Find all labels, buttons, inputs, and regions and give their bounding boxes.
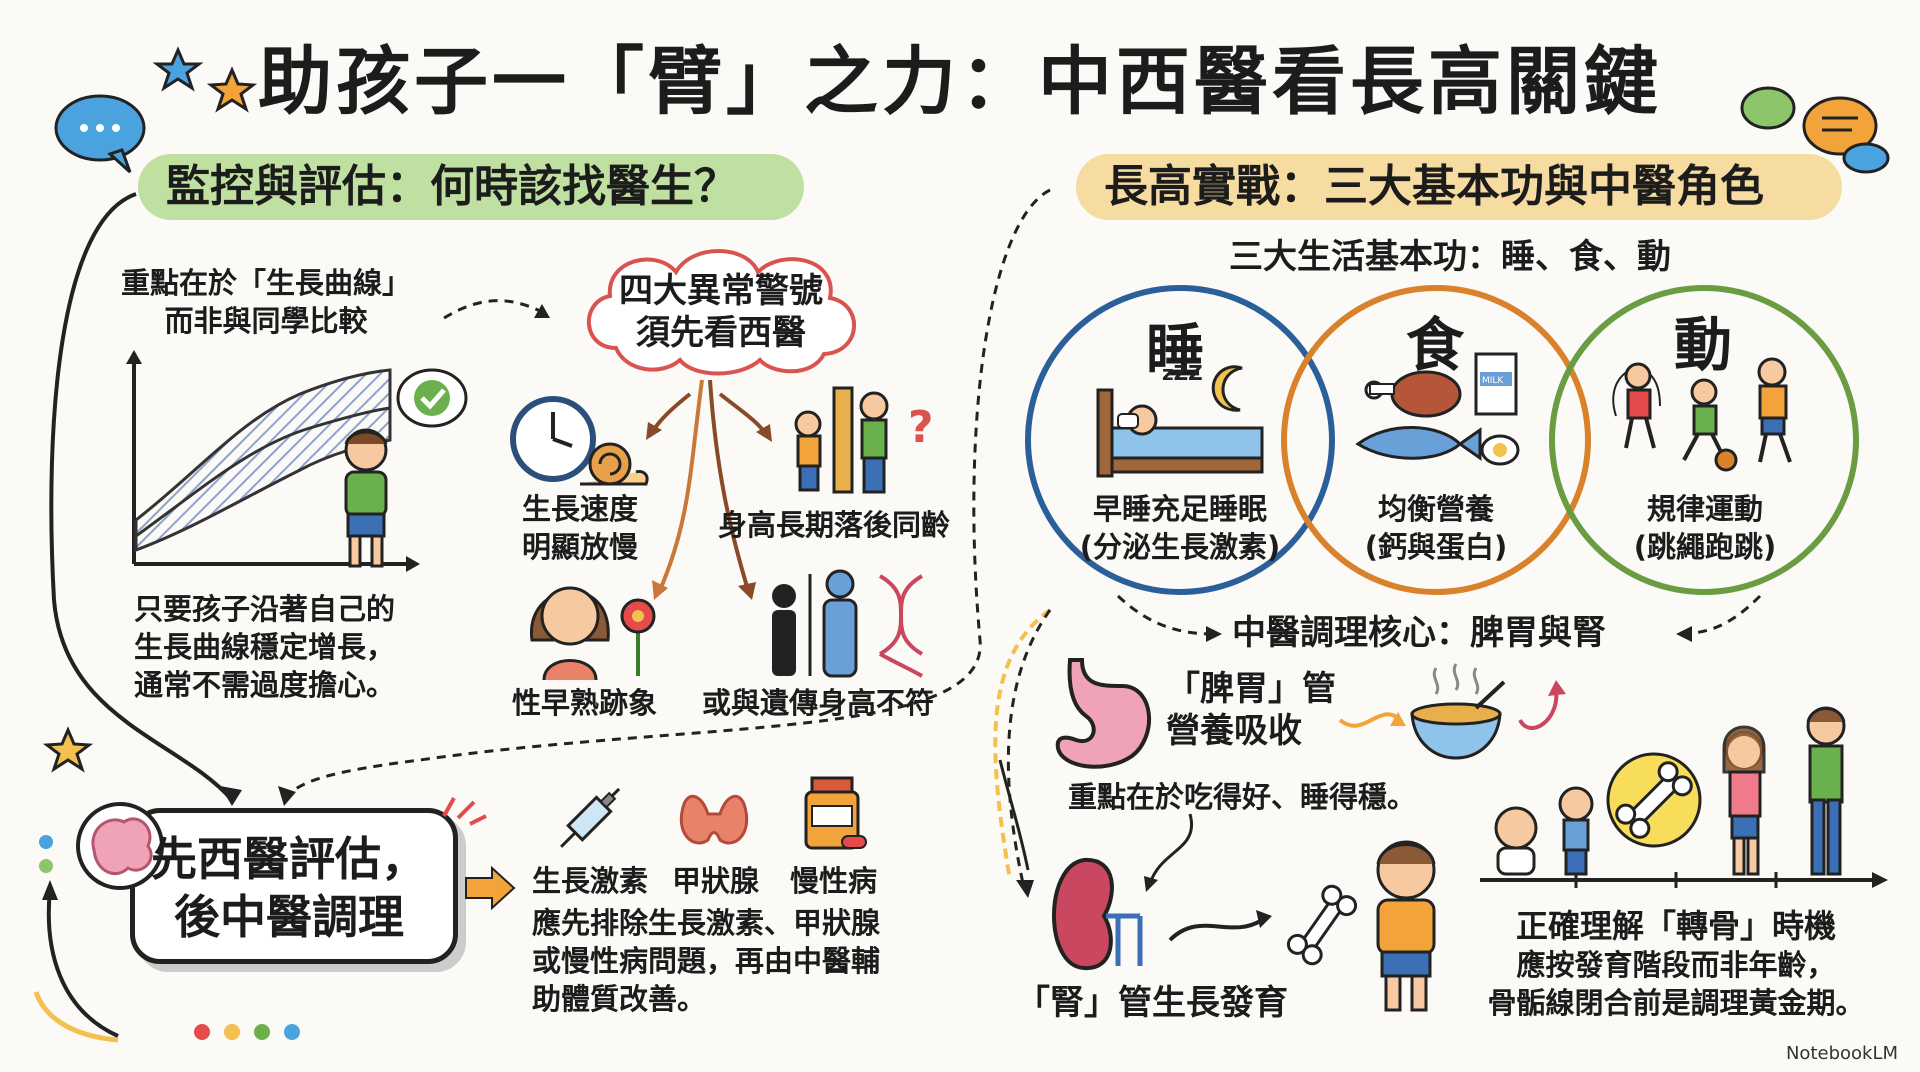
sleep-char: 睡	[1146, 317, 1205, 385]
notebooklm-logo: NotebookLM	[1785, 1043, 1898, 1064]
growth-timeline	[1480, 706, 1888, 888]
exercise-circle	[1549, 285, 1859, 595]
bone-icon	[1286, 884, 1358, 966]
check-thyroid: 甲狀腺	[672, 864, 760, 898]
check-icon	[396, 368, 468, 428]
svg-text:?: ?	[908, 402, 934, 453]
sign-puberty: 性早熟跡象	[512, 686, 658, 720]
stomach-icon	[1055, 658, 1152, 769]
practice-banner: 長高實戰：三大基本功與中醫角色	[1076, 154, 1842, 220]
checks-note: 應先排除生長激素、甲狀腺 或慢性病問題，再由中醫輔 助體質改善。	[532, 906, 881, 1016]
page-title: 助孩子一「臂」之力：中西醫看長高關鍵	[258, 39, 1662, 125]
sign-slow-growth: 生長速度 明顯放慢	[521, 492, 638, 564]
basics-subtitle: 三大生活基本功：睡、食、動	[1229, 237, 1671, 277]
spleen-text: 「脾胃」管 營養吸收	[1166, 669, 1336, 751]
western-first-card-text: 先西醫評估， 後中醫調理	[151, 832, 427, 944]
star-icon	[206, 66, 258, 113]
syringe-icon	[560, 787, 621, 848]
sleep-circle	[1025, 285, 1335, 595]
exercise-char: 動	[1674, 311, 1733, 379]
growth-curve-illustration	[126, 350, 420, 572]
card-arrow	[465, 865, 516, 911]
exercise-icon	[1612, 357, 1792, 472]
check-chronic: 慢性病	[790, 864, 878, 898]
food-circle	[1281, 285, 1591, 595]
kidney-text: 「腎」管生長發育	[1016, 983, 1288, 1023]
genetic-icon	[772, 569, 924, 678]
sparkle-icon	[442, 797, 487, 826]
svg-text:zZZ: zZZ	[1162, 361, 1203, 385]
spleen-note: 重點在於吃得好、睡得穩。	[1068, 780, 1417, 814]
clock-icon	[510, 396, 596, 482]
pill-bottle-icon	[804, 776, 867, 850]
sign-genetic: 或與遺傳身高不符	[702, 686, 935, 720]
check-hormone: 生長激素	[532, 864, 649, 898]
assessment-banner: 監控與評估：何時該找醫生？	[138, 154, 804, 220]
sign-lag-height: 身高長期落後同齡	[718, 508, 951, 542]
warning-cloud-text: 四大異常警號 須先看西醫	[619, 271, 823, 353]
kidney-icon	[1052, 857, 1143, 971]
child-icon	[344, 428, 388, 568]
brain-icon	[76, 802, 164, 890]
speech-bubble-icon	[1740, 86, 1890, 174]
warning-cloud	[586, 249, 857, 376]
food-char: 食	[1406, 311, 1465, 379]
tcm-core-heading: 中醫調理核心：脾胃與腎	[1232, 613, 1606, 653]
growth-curve-caption: 只要孩子沿著自己的 生長曲線穩定增長， 通常不需過度擔心。	[134, 592, 396, 702]
child-boy-icon	[1376, 840, 1436, 1012]
bone-timing-text: 正確理解「轉骨」時機 應按發育階段而非年齡， 骨骺線閉合前是調理黃金期。	[1487, 907, 1865, 1020]
growth-curve-note: 重點在於「生長曲線」 而非與同學比較	[120, 266, 411, 338]
food-icon: MILK	[1355, 352, 1520, 466]
girl-flower-icon	[530, 586, 656, 681]
exercise-label: 規律運動 (跳繩跑跳)	[1633, 492, 1777, 564]
star-icon	[42, 726, 94, 773]
height-compare-icon: ?	[794, 386, 934, 494]
svg-text:MILK: MILK	[1482, 376, 1504, 386]
thyroid-icon	[679, 794, 749, 845]
speech-bubble-icon	[54, 94, 146, 174]
bed-icon: zZZ	[1096, 361, 1264, 478]
food-label: 均衡營養 (鈣與蛋白)	[1364, 492, 1508, 564]
sleep-label: 早睡充足睡眠 (分泌生長激素)	[1079, 492, 1281, 564]
bowl-icon	[1410, 663, 1506, 760]
snail-icon	[580, 442, 649, 486]
star-icon	[152, 46, 204, 92]
